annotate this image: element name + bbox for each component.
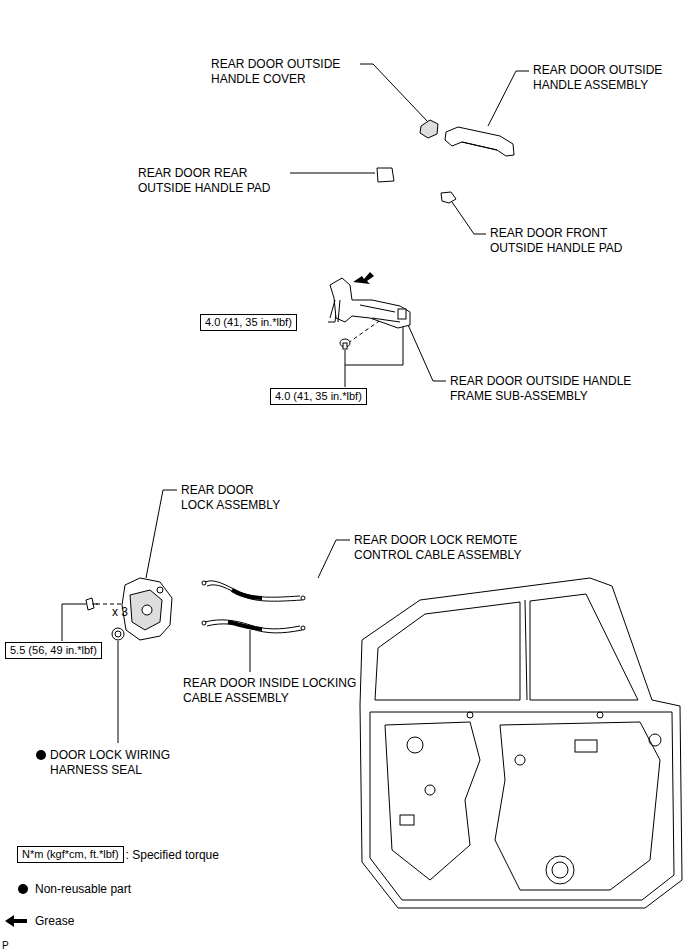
leader-line: [345, 350, 346, 365]
legend-text: Grease: [35, 914, 74, 929]
part-label: DOOR LOCK WIRING HARNESS SEAL: [50, 748, 200, 778]
legend-text: : Specified torque: [126, 848, 219, 863]
part-label: REAR DOOR LOCK ASSEMBLY: [181, 483, 287, 513]
torque-value: N*m (kgf*cm, ft.*lbf): [22, 848, 119, 861]
screw: [340, 339, 350, 349]
non-reusable-dot: [36, 750, 46, 760]
part-label: P: [2, 938, 22, 952]
cable: [202, 581, 305, 633]
handle-detail: [462, 142, 497, 150]
torque-box: 5.5 (56, 49 in.*lbf): [5, 642, 102, 659]
handle-frame: [330, 278, 410, 328]
handle-cover: [420, 120, 438, 138]
grease-arrow: [353, 272, 374, 284]
leader-line: [318, 540, 350, 578]
harness-seal: [112, 628, 124, 640]
leader-line: [62, 604, 86, 641]
leader-line: [488, 71, 529, 126]
part-label: REAR DOOR OUTSIDE HANDLE FRAME SUB-ASSEM…: [450, 374, 645, 404]
leader-line: [118, 641, 119, 743]
leader-line: [360, 64, 428, 122]
legend-text: Non-reusable part: [35, 882, 131, 897]
leader-line: [290, 173, 375, 174]
leader-line: [250, 630, 251, 672]
assembly-line: [96, 604, 124, 605]
leader-line: [405, 318, 446, 381]
part-label: REAR DOOR OUTSIDE HANDLE ASSEMBLY: [533, 63, 683, 93]
harness-seal: [115, 631, 121, 637]
part-label: REAR DOOR INSIDE LOCKING CABLE ASSEMBLY: [183, 676, 378, 706]
torque-box: 4.0 (41, 35 in.*lbf): [200, 314, 297, 331]
part-label: x 3: [112, 605, 142, 620]
part-label: REAR DOOR OUTSIDE HANDLE COVER: [211, 57, 361, 87]
part-label: REAR DOOR LOCK REMOTE CONTROL CABLE ASSE…: [354, 533, 544, 563]
leader-line: [345, 322, 403, 387]
leader-line: [452, 202, 486, 234]
door-lock: [122, 578, 172, 640]
torque-value: 4.0 (41, 35 in.*lbf): [275, 390, 362, 403]
rear-pad: [377, 168, 394, 182]
bolt: [86, 598, 98, 610]
grease-arrow: [5, 915, 27, 927]
part-label: REAR DOOR REAR OUTSIDE HANDLE PAD: [138, 166, 283, 196]
torque-value: 4.0 (41, 35 in.*lbf): [205, 316, 292, 329]
part-label: REAR DOOR FRONT OUTSIDE HANDLE PAD: [490, 226, 630, 256]
leader-line: [146, 490, 177, 578]
outside-handle: [445, 127, 514, 156]
torque-box: 4.0 (41, 35 in.*lbf): [270, 388, 367, 405]
door-panel: [360, 578, 682, 908]
front-pad: [441, 192, 456, 203]
torque-box: N*m (kgf*cm, ft.*lbf): [17, 846, 124, 863]
non-reusable-dot: [18, 884, 28, 894]
torque-value: 5.5 (56, 49 in.*lbf): [10, 644, 97, 657]
